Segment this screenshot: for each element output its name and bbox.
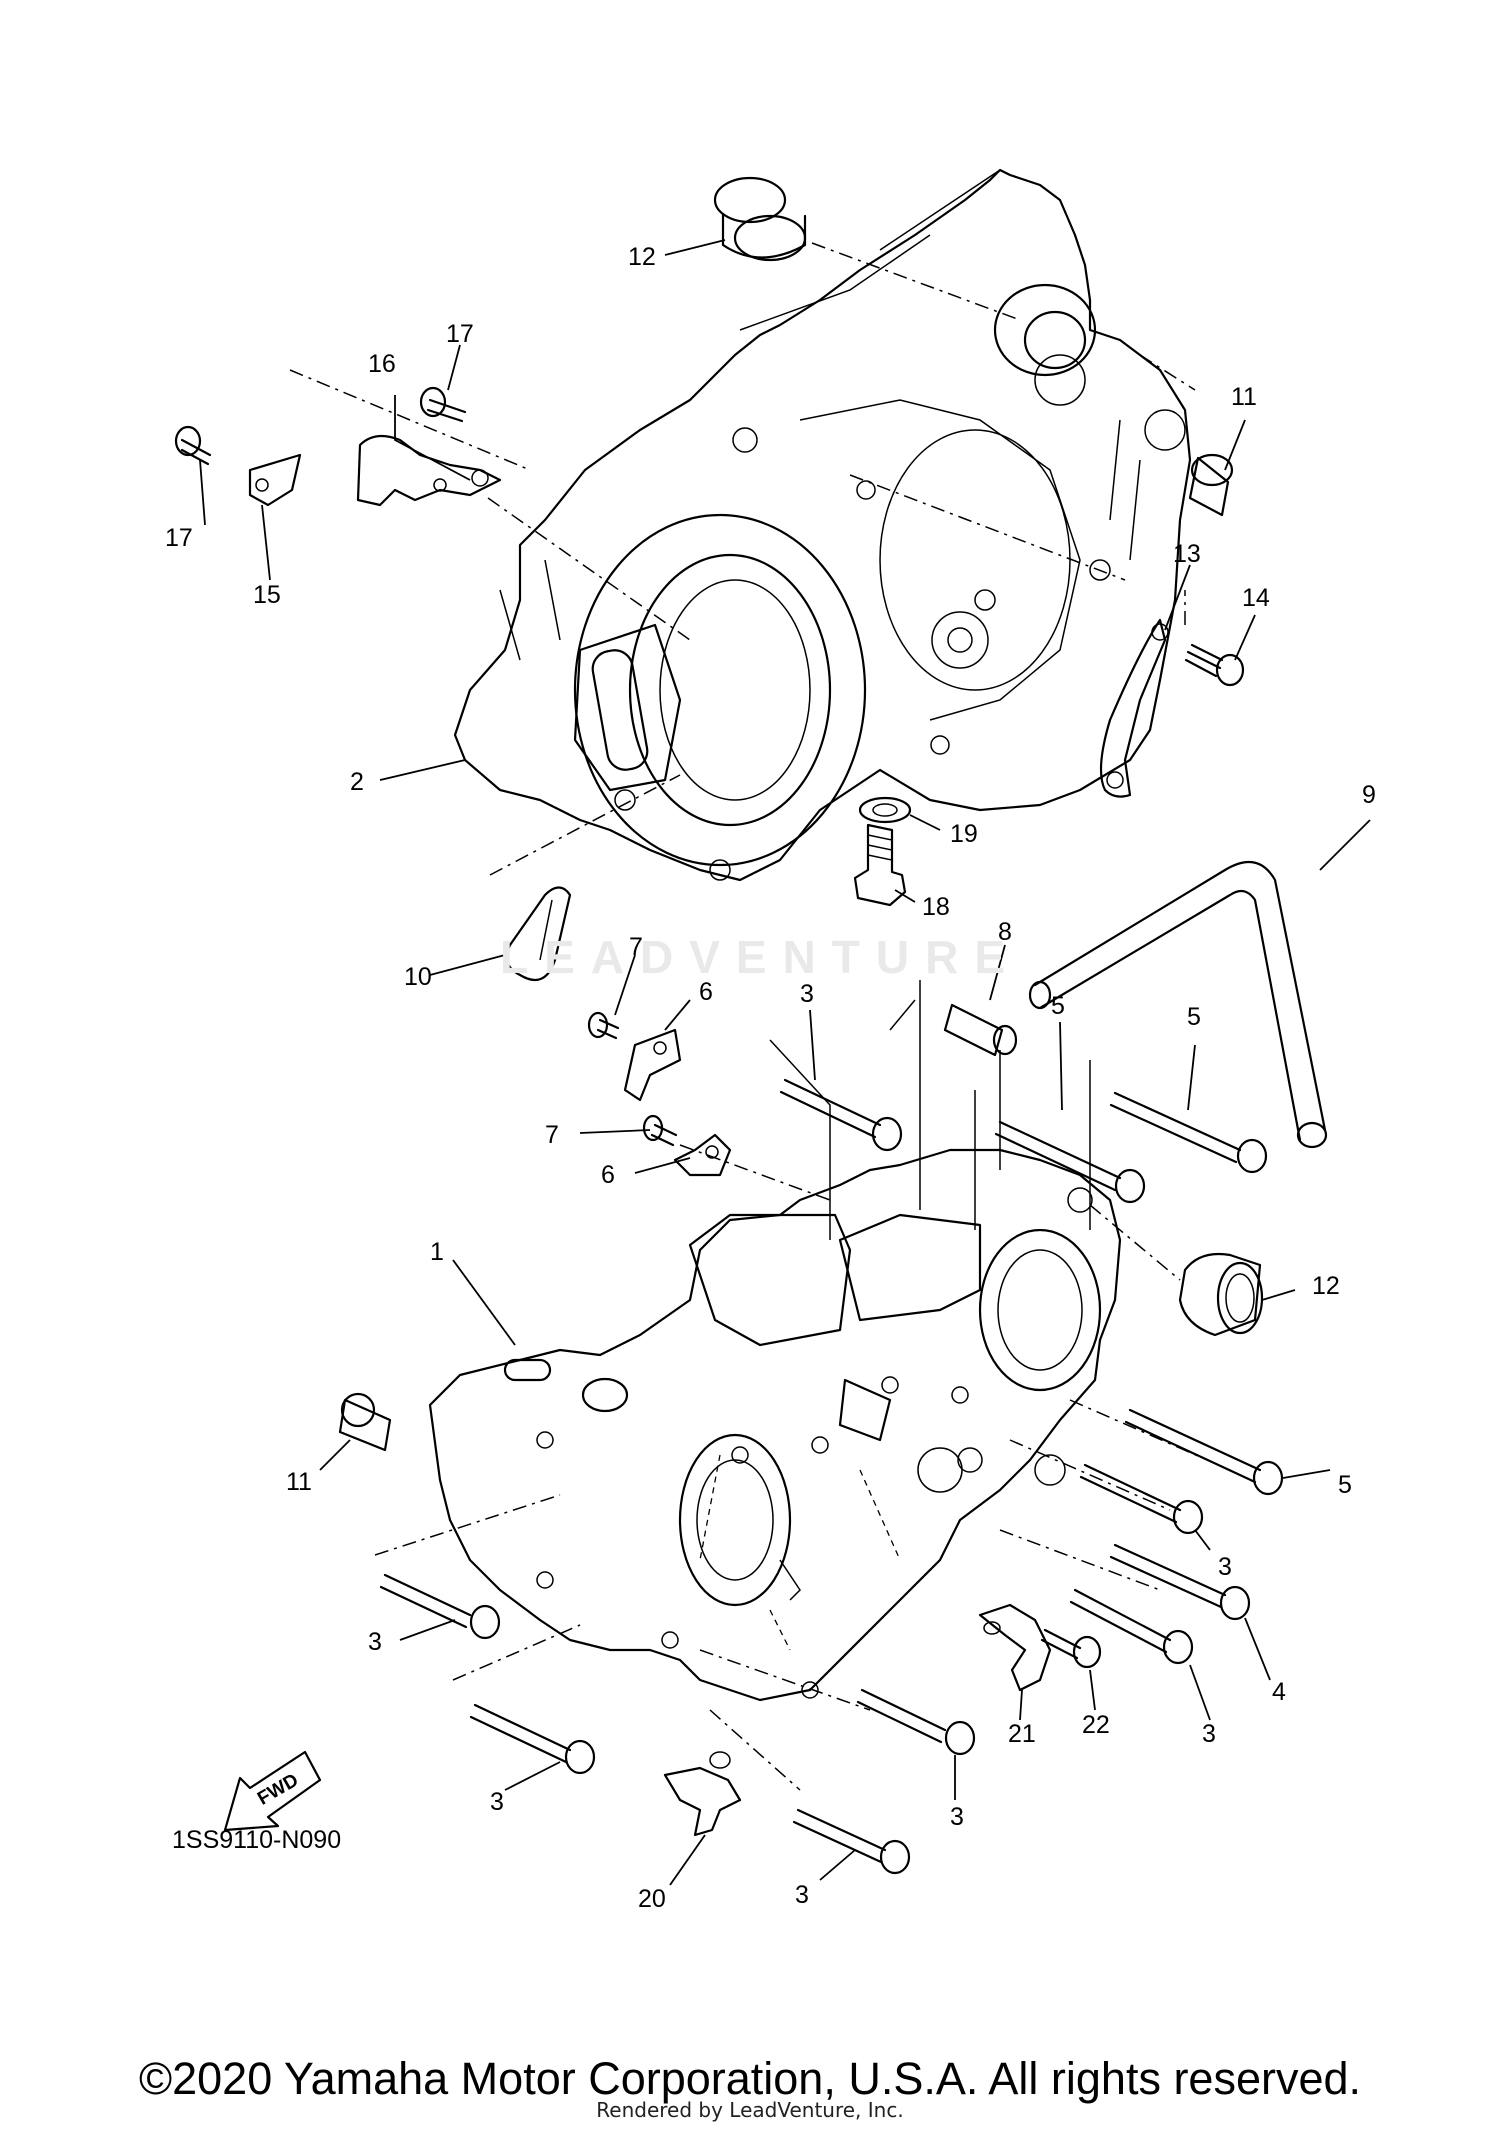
callout-3-left-a: 3 xyxy=(368,1628,382,1656)
callout-3-upper: 3 xyxy=(800,980,814,1008)
callout-6-lower: 6 xyxy=(601,1161,615,1189)
dowel-11-lower xyxy=(338,1392,392,1452)
bolt-3-left-b xyxy=(469,1703,596,1775)
fitting-8 xyxy=(943,1003,1018,1057)
bushing-12-upper xyxy=(713,176,807,262)
washer-19 xyxy=(858,796,912,824)
callout-14: 14 xyxy=(1242,584,1270,612)
copyright-notice: ©2020 Yamaha Motor Corporation, U.S.A. A… xyxy=(138,2053,1362,2104)
callout-numbers: 12 17 16 17 15 2 11 13 14 19 18 10 9 8 7… xyxy=(165,243,1376,1913)
callout-5-a: 5 xyxy=(1051,992,1065,1020)
bolt-3-left-a xyxy=(379,1573,501,1640)
callout-15: 15 xyxy=(253,581,281,609)
bolt-17-b xyxy=(419,386,467,423)
callout-7-lower: 7 xyxy=(545,1121,559,1149)
bolt-3-bottom xyxy=(792,1808,911,1875)
callout-3-center: 3 xyxy=(950,1803,964,1831)
callout-3-bottom: 3 xyxy=(795,1881,809,1909)
callout-22: 22 xyxy=(1082,1711,1110,1739)
callout-12-lower: 12 xyxy=(1312,1272,1340,1300)
fwd-label: FWD xyxy=(254,1770,302,1810)
leader-lines xyxy=(199,239,1371,1886)
callout-8: 8 xyxy=(998,918,1012,946)
callout-20: 20 xyxy=(638,1885,666,1913)
callout-7-upper: 7 xyxy=(629,933,643,961)
drain-bolt-18 xyxy=(853,823,907,907)
rendered-by-notice: Rendered by LeadVenture, Inc. xyxy=(596,2098,904,2122)
plate-6-b xyxy=(673,1133,732,1177)
plate-15 xyxy=(248,453,302,507)
callout-11-lower: 11 xyxy=(286,1468,312,1496)
bracket-13 xyxy=(1099,618,1169,798)
bolt-3-right-a xyxy=(1079,1463,1204,1535)
callout-17-left: 17 xyxy=(165,524,193,552)
callout-5-c: 5 xyxy=(1338,1471,1352,1499)
bolt-5-a xyxy=(994,1120,1146,1204)
callout-3-left-b: 3 xyxy=(490,1788,504,1816)
callout-2: 2 xyxy=(350,768,364,796)
bolt-3-right-b xyxy=(1069,1588,1194,1665)
watermark: LEADVENTURE xyxy=(500,931,1022,983)
clamp-21 xyxy=(978,1603,1052,1692)
callout-11-upper: 11 xyxy=(1231,383,1257,411)
dowel-11-upper xyxy=(1188,453,1234,517)
hose-9 xyxy=(1028,860,1328,1149)
callout-12-upper: 12 xyxy=(628,243,656,271)
callout-21: 21 xyxy=(1008,1720,1036,1748)
screw-7-a xyxy=(587,1011,620,1040)
crankcase-2-drawing xyxy=(453,168,1192,882)
guide-16 xyxy=(356,434,502,507)
bushing-12-lower xyxy=(1178,1252,1264,1337)
callout-6-upper: 6 xyxy=(699,978,713,1006)
callout-19: 19 xyxy=(950,820,978,848)
callout-1: 1 xyxy=(430,1238,444,1266)
callout-3-right-b: 3 xyxy=(1202,1720,1216,1748)
bolt-5-c xyxy=(1124,1408,1284,1496)
callout-3-right-a: 3 xyxy=(1218,1553,1232,1581)
callout-4: 4 xyxy=(1272,1678,1286,1706)
crankcase-1-drawing xyxy=(428,1148,1122,1702)
bolt-14 xyxy=(1184,643,1245,687)
bolt-3-upper xyxy=(779,1078,903,1152)
gasket-10 xyxy=(505,886,572,982)
bolt-17-a xyxy=(174,425,212,466)
bolt-3-center xyxy=(856,1688,976,1756)
callout-18: 18 xyxy=(922,893,950,921)
callout-9: 9 xyxy=(1362,781,1376,809)
callout-5-b: 5 xyxy=(1187,1003,1201,1031)
upper-assembly-lines xyxy=(289,242,1196,876)
plate-6-a xyxy=(623,1028,682,1102)
bolt-5-b xyxy=(1109,1091,1268,1174)
bolt-4 xyxy=(1109,1543,1251,1621)
diagram-code: 1SS9110-N090 xyxy=(172,1826,342,1854)
bolt-22 xyxy=(1040,1628,1102,1669)
callout-13: 13 xyxy=(1173,540,1201,568)
callout-17-top: 17 xyxy=(446,320,474,348)
callout-10: 10 xyxy=(404,963,432,991)
clamp-20 xyxy=(663,1751,742,1837)
screw-7-b xyxy=(642,1114,678,1147)
callout-16: 16 xyxy=(368,350,396,378)
fwd-arrow-icon: FWD xyxy=(223,1750,322,1832)
